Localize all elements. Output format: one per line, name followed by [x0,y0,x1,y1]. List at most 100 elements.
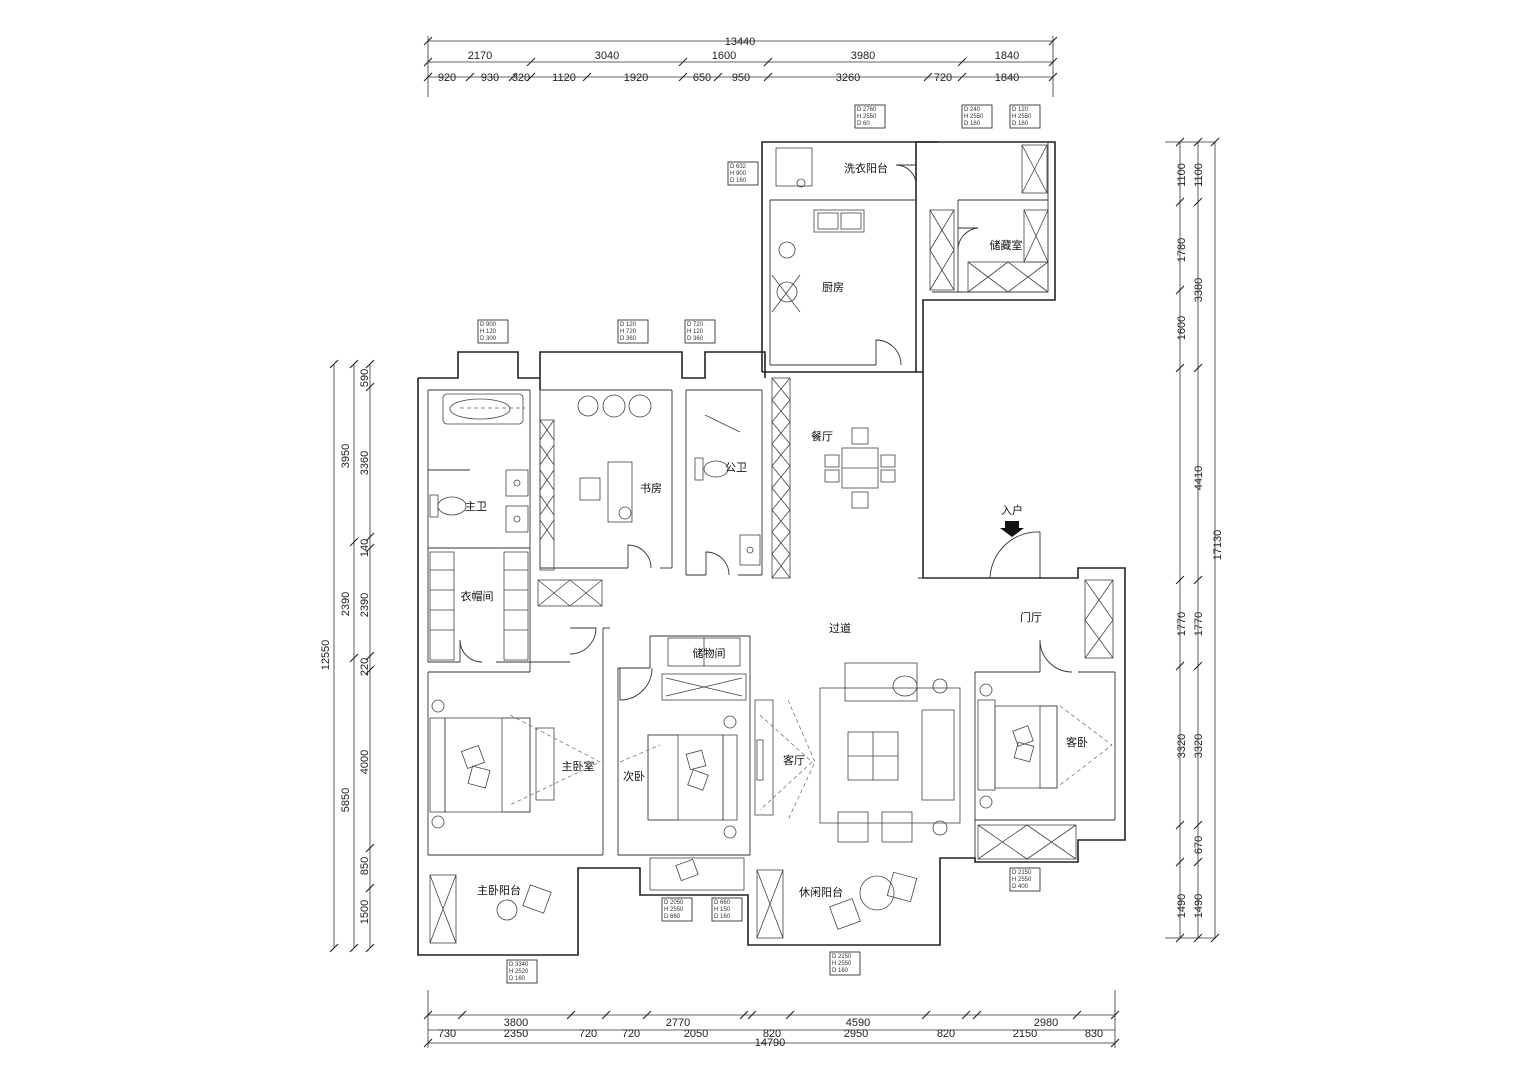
dim-top-r1-3: 1600 [712,50,736,62]
svg-text:H 2550: H 2550 [857,114,877,120]
dim-right-inner-5: 3320 [1176,734,1188,758]
svg-text:D 120: D 120 [1012,107,1029,113]
dim-left-inner-3: 140 [359,539,371,557]
dim-right-outer-7: 1490 [1193,894,1205,918]
dashed-lines [460,407,1113,821]
dim-right-inner-6: 1490 [1176,894,1188,918]
label-entry: 入户 [1001,503,1023,517]
dim-top-r2-2: 930 [481,72,499,84]
svg-text:D 2150: D 2150 [1012,870,1032,876]
svg-text:D 160: D 160 [714,914,731,920]
svg-text:D 300: D 300 [480,336,497,342]
desk-icon [579,461,633,523]
label-master-balcony: 主卧阳台 [477,883,521,897]
window-tag-11: D 660 H 150 D 160 [711,897,743,922]
dim-top-r2-8: 3260 [836,72,860,84]
svg-text:D 160: D 160 [730,178,747,184]
dim-top-r2-7: 950 [732,72,750,84]
dim-bot-r1-4: 720 [622,1028,640,1040]
dim-bot-r1-5: 2050 [684,1028,708,1040]
dim-bot-r1-9: 2150 [1013,1028,1037,1040]
label-leisure-balcony: 休闲阳台 [799,885,843,899]
dim-bot-r1-10: 830 [1085,1028,1103,1040]
dim-top-r1-4: 3980 [851,50,875,62]
dim-right-inner-3: 1600 [1176,316,1188,340]
dim-top-r2-3: 320 [512,72,530,84]
dim-right-inner-4: 1770 [1176,612,1188,636]
svg-text:H 720: H 720 [620,329,637,335]
window-tag-7: D 720 H 120 D 360 [684,319,716,344]
svg-text:H 900: H 900 [730,171,747,177]
bottom-dimensions: 730 2350 720 720 2050 820 2950 820 2150 … [423,990,1120,1049]
svg-text:D 160: D 160 [509,976,526,982]
dim-top-r2-6: 650 [693,72,711,84]
svg-text:H 2550: H 2550 [1012,877,1032,883]
svg-text:D 2250: D 2250 [832,954,852,960]
washing-machine-icon [775,147,813,187]
svg-text:D 2050: D 2050 [664,900,684,906]
svg-text:D 720: D 720 [687,322,704,328]
label-living: 客厅 [783,753,805,767]
svg-text:D 120: D 120 [620,322,637,328]
svg-text:D 632: D 632 [730,164,747,170]
dim-right-outer-2: 3380 [1193,278,1205,302]
label-dining: 餐厅 [811,429,833,443]
dim-left-inner-7: 850 [359,857,371,875]
window-tag-3: D 120 H 2550 D 160 [1009,104,1041,129]
label-second-bedroom: 次卧 [623,769,645,783]
dim-top-r1-2: 3040 [595,50,619,62]
dim-bot-r1-7: 2950 [844,1028,868,1040]
window-tags: D 2760 H 2550 D 60 D 240 H 2550 D 160 D … [477,104,1041,984]
dim-top-r2-5: 1920 [624,72,648,84]
entry-arrow-icon [1000,521,1024,537]
svg-text:D 400: D 400 [1012,884,1029,890]
left-dimensions: 12550 3950 2390 5850 590 3360 140 2390 2… [320,359,375,953]
svg-text:H 2520: H 2520 [509,969,529,975]
label-walkin-closet: 衣帽间 [461,589,494,603]
window-tag-9: D 3340 H 2520 D 160 [506,959,538,984]
window-tag-2: D 240 H 2550 D 160 [961,104,993,129]
window-tag-5: D 900 H 120 D 300 [477,319,509,344]
svg-text:D 2760: D 2760 [857,107,877,113]
tv-cabinet-icon [754,699,774,816]
svg-text:D 360: D 360 [687,336,704,342]
dim-left-outer-1: 3950 [340,444,352,468]
label-foyer: 门厅 [1020,610,1042,624]
guest-bed-icon [977,683,1058,809]
window-tag-8: D 2150 H 2550 D 400 [1009,867,1041,892]
window-tag-10: D 2050 H 2550 D 660 [661,897,693,922]
svg-text:D 240: D 240 [964,107,981,113]
dim-right-outer-6: 670 [1193,836,1205,854]
svg-text:H 2550: H 2550 [832,961,852,967]
svg-text:D 3340: D 3340 [509,962,529,968]
svg-text:D 60: D 60 [857,121,870,127]
svg-text:D 160: D 160 [964,121,981,127]
dim-bot-r1-3: 720 [579,1028,597,1040]
dim-left-outer-3: 5850 [340,788,352,812]
balcony-chairs-icon [496,884,552,921]
master-bed-icon [429,699,555,829]
dim-top-r2-10: 1840 [995,72,1019,84]
leisure-table-icon [829,871,918,930]
kitchen-sink-icon [813,209,865,233]
dim-bot-r1-1: 730 [438,1028,456,1040]
dim-left-outer-2: 2390 [340,592,352,616]
walls [417,141,1126,956]
right-dimensions: 1100 1780 1600 1770 3320 1490 1100 3380 … [1165,137,1224,943]
label-guest-room: 客卧 [1066,735,1088,749]
stove-icon [778,241,796,259]
label-master-bath: 主卫 [465,500,487,513]
dim-left-inner-1: 590 [359,369,371,387]
dim-top-r1-1: 2170 [468,50,492,62]
dim-right-inner-1: 1100 [1176,163,1188,187]
dim-bot-r2-1: 3800 [504,1017,528,1029]
dim-top-r2-9: 720 [934,72,952,84]
dim-bot-total: 14790 [755,1037,786,1049]
second-bed-icon [647,715,738,839]
dining-table-icon [824,427,896,509]
svg-text:H 150: H 150 [714,907,731,913]
label-storage-room: 储藏室 [990,238,1023,252]
svg-text:H 120: H 120 [480,329,497,335]
